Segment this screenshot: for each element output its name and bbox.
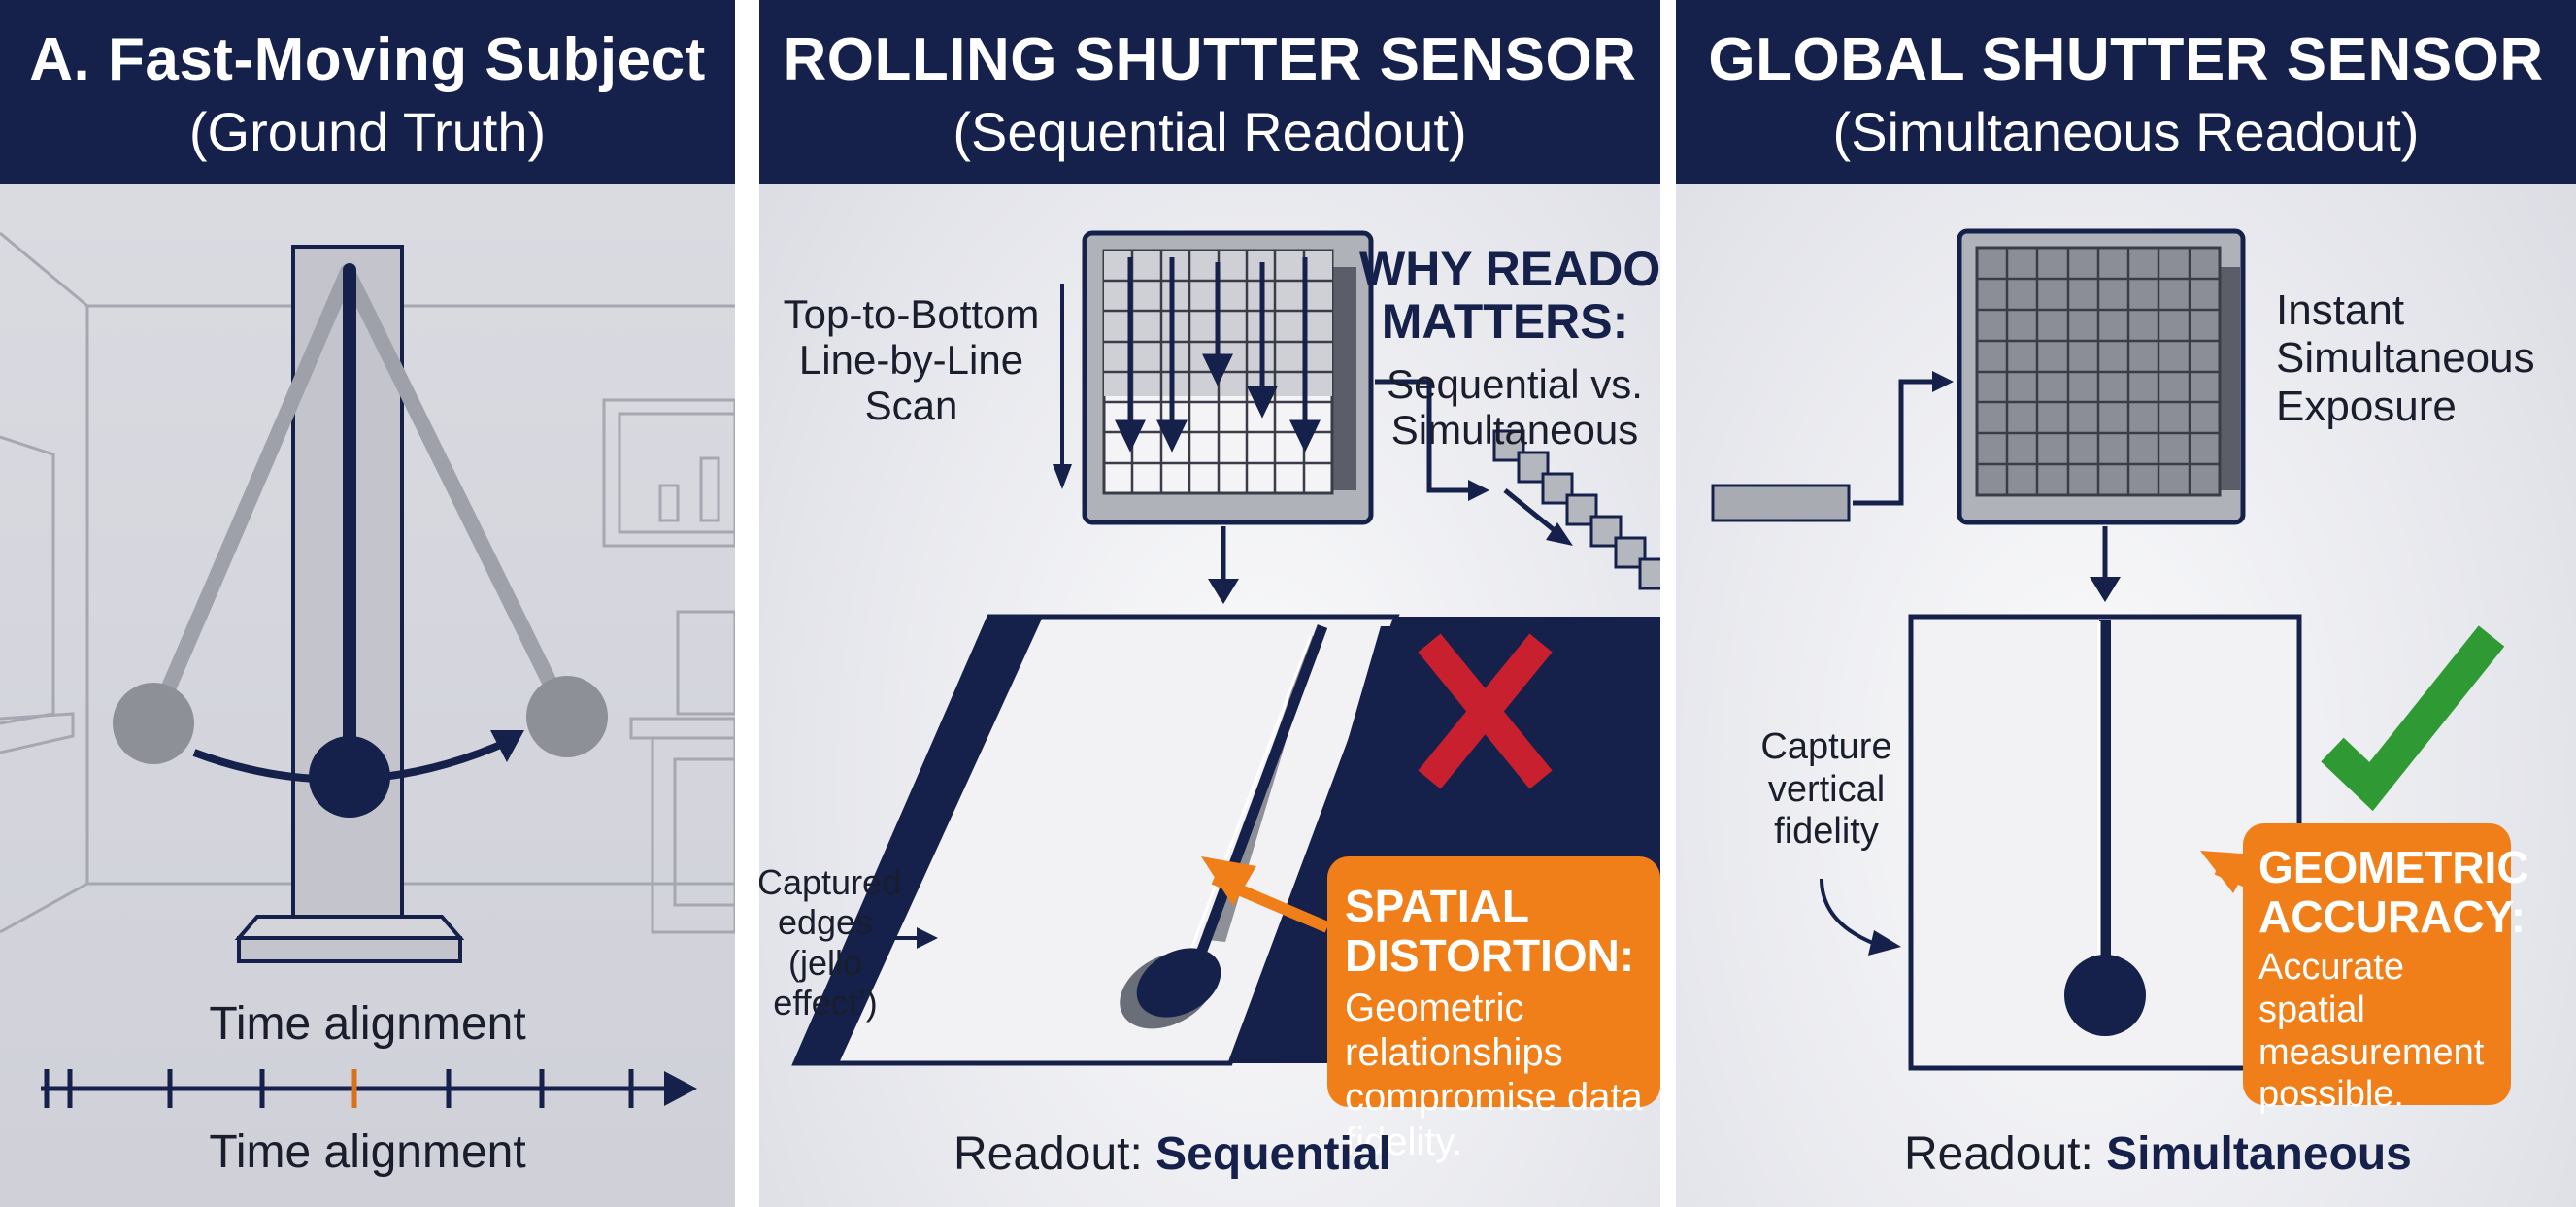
rolling-readout-prefix: Readout: [953, 1128, 1143, 1180]
panel-a-header: A. Fast-Moving Subject (Ground Truth) [0, 0, 735, 184]
fidelity-label-line-3: fidelity [1774, 811, 1879, 853]
accuracy-title-line-2: ACCURACY: [2258, 890, 2526, 942]
rolling-sensor-side [1332, 267, 1356, 490]
accuracy-title-line-1: GEOMETRIC [2258, 842, 2529, 892]
room-outline [0, 231, 735, 934]
accuracy-body-line-3: possible. [2258, 1074, 2404, 1116]
smeared-bob [1136, 948, 1221, 1018]
panel-c-title: GLOBAL SHUTTER SENSOR [1708, 26, 2544, 93]
ghost-rod-right [340, 264, 573, 721]
why-title-line-1: WHY READOUT [1359, 242, 1660, 296]
edges-label-line-3: (jello [787, 942, 863, 983]
timeline-label-top: Time alignment [209, 998, 526, 1050]
fail-x-icon [1418, 633, 1553, 789]
global-down-arrow-head [2090, 577, 2121, 602]
exposure-label-line-1: Instant [2276, 286, 2405, 334]
sensor-down-arrow-head [1208, 579, 1239, 604]
distortion-body-line-1: Geometric relationships [1345, 987, 1563, 1075]
scan-label: Top-to-Bottom Line-by-Line Scan [759, 291, 1063, 428]
ghost-rod-left [148, 264, 355, 726]
ghost-bob-right [526, 676, 608, 757]
distortion-callout: SPATIAL DISTORTION: Geometric relationsh… [1327, 856, 1660, 1163]
panel-ground-truth: A. Fast-Moving Subject (Ground Truth) [0, 0, 735, 1207]
accurate-bob [2064, 955, 2146, 1036]
global-sensor-grid [1975, 246, 2222, 497]
distortion-body-line-2: compromise data fidelity. [1345, 1076, 1643, 1164]
panel-global-shutter: GLOBAL SHUTTER SENSOR (Simultaneous Read… [1676, 0, 2576, 1207]
success-check-icon [2321, 625, 2505, 812]
distortion-callout-title: SPATIAL DISTORTION: [1345, 882, 1660, 980]
pendulum-bob [309, 736, 390, 818]
rolling-readout-value: Sequential [1155, 1128, 1391, 1180]
edges-arrow-head [917, 927, 938, 949]
edges-label: Captured edges (jello effect’) [759, 862, 902, 1023]
pendulum-base-top [234, 915, 465, 940]
panel-c-subtitle: (Simultaneous Readout) [1832, 101, 2420, 162]
smeared-rod [1190, 624, 1328, 968]
panel-a-title: A. Fast-Moving Subject [29, 26, 706, 93]
motion-arrow-head [490, 730, 524, 762]
fidelity-label: Capture vertical fidelity [1739, 726, 1914, 854]
scan-arrow-head [1053, 464, 1072, 489]
rolling-sensor-grid [1102, 249, 1334, 495]
edges-label-line-4: effect’) [773, 983, 878, 1023]
panel-a-subtitle: (Ground Truth) [188, 101, 547, 162]
global-shutter-diagram [1711, 228, 2505, 1071]
global-connector [1853, 379, 1936, 506]
global-readout-value: Simultaneous [2106, 1128, 2412, 1180]
exposure-label-line-3: Exposure [2276, 382, 2457, 430]
accuracy-callout: GEOMETRIC ACCURACY: Accurate spatial mea… [2243, 823, 2529, 1115]
rolling-readout: Readout: Sequential [953, 1128, 1391, 1181]
accuracy-pointer-head [2200, 851, 2255, 893]
edges-label-line-1: Captured [759, 862, 902, 902]
scan-label-line-1: Top-to-Bottom [783, 291, 1040, 337]
timeline-label-bottom: Time alignment [209, 1126, 526, 1178]
fidelity-arrow [1820, 878, 1876, 946]
scan-label-line-3: Scan [864, 383, 958, 429]
timeline [41, 1069, 697, 1108]
distortion-title-line-2: DISTORTION: [1345, 929, 1635, 981]
panel-c-header: GLOBAL SHUTTER SENSOR (Simultaneous Read… [1676, 0, 2576, 184]
scan-label-line-2: Line-by-Line [798, 337, 1024, 384]
distortion-pointer-head [1201, 856, 1256, 906]
fidelity-arrow-head [1868, 930, 1901, 956]
accuracy-body-line-2: measurement [2258, 1031, 2485, 1073]
divider-b-c [1660, 0, 1676, 1207]
divider-a-b [735, 0, 759, 1207]
distortion-callout-body: Geometric relationships compromise data … [1345, 986, 1660, 1164]
sensor-right-connector [1375, 379, 1473, 493]
exposure-label-line-2: Simultaneous [2276, 334, 2535, 383]
panel-b-title: ROLLING SHUTTER SENSOR [783, 26, 1637, 93]
simultaneous-bar [1711, 484, 1851, 522]
ghost-bob-left [113, 683, 194, 764]
why-body: Sequential vs. Simultaneous [1369, 361, 1660, 453]
exposure-label: Instant Simultaneous Exposure [2276, 286, 2535, 430]
accuracy-body-line-1: Accurate spatial [2258, 947, 2404, 1030]
fidelity-label-line-2: vertical [1767, 768, 1886, 810]
pendulum-base [237, 936, 462, 963]
why-title: WHY READOUT MATTERS: [1359, 242, 1660, 349]
edges-label-line-2: edges [777, 902, 874, 943]
sensor-right-connector-head [1468, 480, 1489, 501]
global-readout-prefix: Readout: [1904, 1128, 2093, 1180]
panel-b-header: ROLLING SHUTTER SENSOR (Sequential Reado… [759, 0, 1660, 184]
staircase-arrow [1503, 488, 1563, 538]
accuracy-callout-title: GEOMETRIC ACCURACY: [2258, 842, 2529, 942]
staircase-arrow-head [1546, 522, 1573, 546]
panel-b-subtitle: (Sequential Readout) [953, 101, 1467, 162]
distorted-frame-left-band [795, 617, 1043, 1063]
why-title-line-2: MATTERS: [1381, 294, 1629, 349]
distortion-title-line-1: SPATIAL [1345, 881, 1529, 931]
global-readout: Readout: Simultaneous [1904, 1128, 2412, 1181]
why-body-line-2: Simultaneous [1390, 407, 1639, 453]
accuracy-callout-body: Accurate spatial measurement possible. [2258, 947, 2511, 1117]
fidelity-label-line-1: Capture [1760, 726, 1892, 767]
why-body-line-1: Sequential vs. [1387, 361, 1643, 407]
pendulum-scene [0, 231, 735, 1108]
global-connector-head [1932, 371, 1954, 392]
smeared-rod-highlight [1185, 635, 1313, 962]
panel-rolling-shutter: ROLLING SHUTTER SENSOR (Sequential Reado… [759, 0, 1660, 1207]
sequential-staircase [1492, 429, 1660, 590]
